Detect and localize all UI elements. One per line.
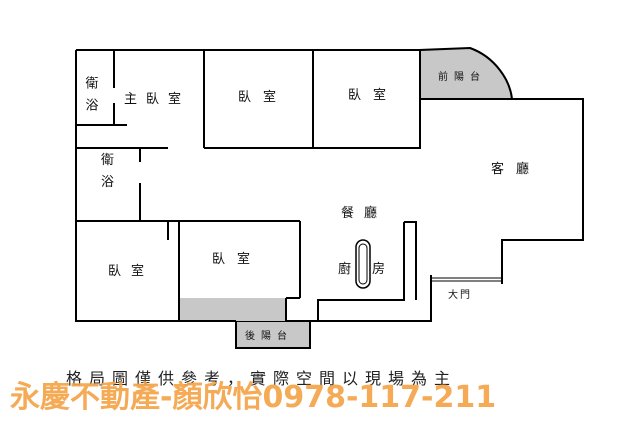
room-label-bath1: 衛浴 [83, 76, 99, 111]
front-balcony-area [419, 46, 514, 100]
room-label-kitchen: 廚房 [338, 261, 406, 277]
room-label-bedroom-top-right: 臥室 [348, 87, 398, 103]
room-label-living-room: 客廳 [491, 161, 541, 177]
room-label-bath2: 衛浴 [101, 153, 114, 190]
room-label-back-balcony: 後陽台 [245, 329, 293, 342]
room-label-dining-room: 餐廳 [341, 205, 387, 221]
room-label-bedroom-top-middle: 臥室 [238, 89, 288, 105]
outer-walls [75, 49, 584, 322]
main-door[interactable] [430, 275, 503, 284]
disclaimer-note: 格局圖僅供參考，實際空間以現場為主 [66, 369, 458, 388]
storage-area [179, 298, 286, 321]
room-label-front-balcony: 前陽台 [438, 70, 486, 83]
room-label-main-door: 大門 [448, 288, 472, 301]
interior-walls [76, 50, 421, 321]
room-label-master-bedroom: 主臥室 [124, 91, 190, 107]
room-label-bedroom-bottom-left: 臥室 [108, 263, 154, 279]
agent-watermark: 永慶不動產-顏欣怡0978-117-211 [10, 380, 497, 415]
room-label-bedroom-bottom-middle: 臥室 [212, 251, 262, 267]
back-balcony-area [235, 320, 311, 349]
